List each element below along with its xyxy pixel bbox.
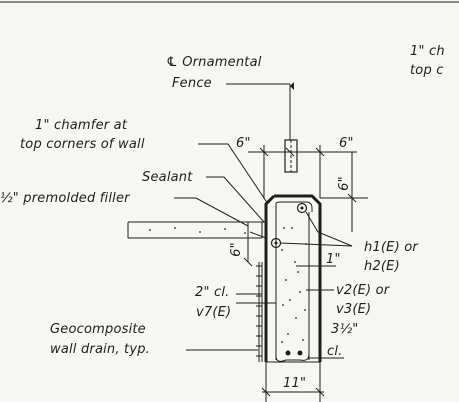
sealant-leader (206, 176, 265, 223)
tick (315, 387, 325, 397)
sealant-mark (249, 231, 267, 239)
top-hoop-bar (275, 201, 313, 212)
geocomposite-label-line1: Geocomposite (50, 322, 146, 337)
h-bar-label-line2: h2(E) (364, 259, 400, 274)
longitudinal-bar-top (296, 202, 308, 214)
v-bar-label-line1: v2(E) or (336, 283, 390, 298)
partial-label-2: top c (410, 63, 444, 78)
h-bar-leader-1 (305, 211, 353, 247)
h-bar-leader-2 (279, 242, 353, 247)
filler-leader (174, 197, 249, 227)
concrete-stipple (281, 227, 307, 343)
fence-label-line2: Fence (172, 76, 212, 91)
fence-callout: ℄ Ornamental (166, 55, 262, 70)
geocomposite-drain (256, 262, 263, 362)
tick (315, 147, 325, 157)
partial-label-1: 1" ch (410, 44, 445, 59)
clear-2in-label: 2" cl. (195, 285, 230, 300)
clear-cl-label: cl. (327, 344, 343, 359)
dim-vertical-6in: 6" (336, 176, 352, 191)
tick (259, 147, 269, 157)
chamfer-leader (198, 143, 269, 205)
v-bar-label-line2: v3(E) (336, 302, 372, 317)
tick (285, 147, 295, 157)
bar-center (300, 206, 304, 210)
bar-center (274, 241, 278, 245)
bottom-hoop-bar (275, 353, 310, 362)
sealant-label: Sealant (142, 170, 193, 185)
bottom-bar (285, 350, 291, 356)
clear-3half-label: 3½" (331, 322, 359, 337)
h-bar-label-line1: h1(E) or (364, 240, 418, 255)
wall-right-face (274, 194, 322, 362)
chamfer-label-line1: 1" chamfer at (35, 118, 128, 133)
dim-left-6in: 6" (236, 136, 251, 151)
fence-leader-arrow (290, 82, 294, 90)
v7-label: v7(E) (196, 305, 232, 320)
tick (243, 257, 253, 267)
fence-label-line1: Ornamental (182, 55, 262, 70)
chamfer-label-line2: top corners of wall (20, 137, 145, 152)
dim-width-11in: 11" (283, 376, 307, 391)
geocomposite-label-line2: wall drain, typ. (50, 342, 151, 357)
tick (261, 387, 271, 397)
dim-one-inch: 1" (326, 252, 341, 267)
dim-left-vertical-6in: 6" (228, 242, 244, 257)
slab-stipple (149, 227, 246, 234)
centerline-symbol: ℄ (166, 55, 178, 70)
dim-right-6in: 6" (339, 136, 354, 151)
wall-left-face (264, 194, 276, 362)
bottom-bar (297, 350, 303, 356)
filler-label: ½" premolded filler (0, 191, 130, 206)
tick (347, 193, 357, 203)
